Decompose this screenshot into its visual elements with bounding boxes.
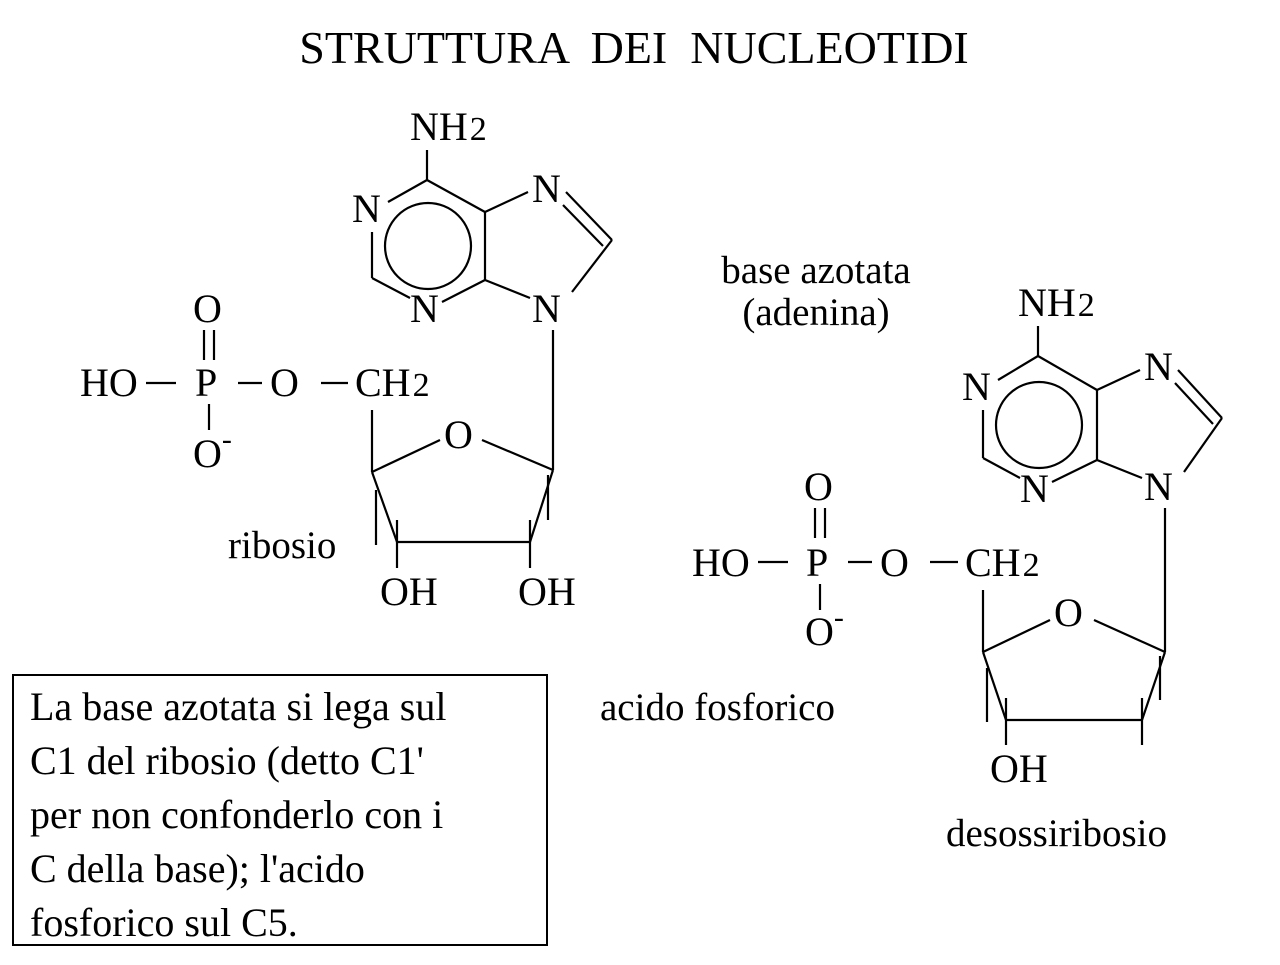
- phosphorus-atom: P: [806, 540, 828, 585]
- ring-oxygen: O: [444, 412, 473, 457]
- bond: [1096, 369, 1141, 391]
- bond: [371, 439, 441, 473]
- atom-n7: N: [1144, 344, 1173, 389]
- bond: [1183, 417, 1223, 473]
- adenine-base-1: NH2 N N N N: [352, 104, 613, 331]
- atom-n1: N: [352, 186, 381, 231]
- bond: [371, 277, 411, 299]
- phosphate-oxygen-negative: O-: [193, 423, 232, 476]
- bond: [982, 619, 1051, 653]
- ester-oxygen: O: [880, 540, 909, 585]
- note-line: per non confonderlo con i: [30, 792, 444, 837]
- phosphate-oxygen-top: O: [193, 286, 222, 331]
- ribose-ring: O OH OH: [370, 410, 576, 614]
- ch2-group: CH2: [965, 540, 1040, 585]
- nh2-group: NH2: [1018, 280, 1095, 325]
- bond: [1037, 355, 1098, 391]
- label-ribosio: ribosio: [228, 524, 336, 567]
- ho-group: HO: [692, 540, 750, 585]
- aromatic-ring: [383, 201, 473, 291]
- deoxyribonucleotide-molecule: NH2 N N N N O HO P: [692, 280, 1223, 855]
- bond: [1174, 382, 1214, 425]
- ch2-group: CH2: [355, 360, 430, 405]
- atom-n3: N: [410, 286, 439, 331]
- atom-n9: N: [532, 286, 561, 331]
- bond: [528, 469, 555, 543]
- note-line: La base azotata si lega sul: [30, 684, 447, 729]
- deoxyribose-ring: O OH: [981, 590, 1167, 791]
- atom-n1: N: [962, 364, 991, 409]
- atom-n3: N: [1020, 466, 1049, 511]
- phosphate-oxygen-negative: O-: [805, 601, 844, 654]
- ho-group: HO: [80, 360, 138, 405]
- label-base-azotata: base azotata: [721, 249, 910, 292]
- adenine-base-2: NH2 N N N N: [962, 280, 1223, 511]
- bond: [1177, 369, 1223, 419]
- diagram-title: STRUTTURA DEI NUCLEOTIDI: [299, 22, 969, 73]
- bond: [571, 239, 613, 293]
- label-adenina: (adenina): [742, 291, 889, 334]
- nh2-group: NH2: [410, 104, 487, 149]
- bond: [1051, 459, 1098, 483]
- aromatic-ring: [994, 380, 1084, 470]
- ester-oxygen: O: [270, 360, 299, 405]
- bond: [997, 355, 1039, 381]
- bond: [981, 651, 1008, 721]
- phosphate-oxygen-top: O: [804, 464, 833, 509]
- ribonucleotide-molecule: NH2 N N N N O HO P: [80, 104, 613, 614]
- note-line: C della base); l'acido: [30, 846, 365, 891]
- bond: [426, 179, 486, 213]
- bond: [565, 191, 613, 241]
- bond: [481, 438, 554, 472]
- hydroxyl-c2: OH: [380, 569, 438, 614]
- phosphate-group-1: O HO P O CH2 O-: [80, 286, 430, 476]
- label-desossiribosio: desossiribosio: [946, 812, 1167, 855]
- hydroxyl-c3: OH: [990, 746, 1048, 791]
- note-line: C1 del ribosio (detto C1': [30, 738, 424, 783]
- hydroxyl-c3: OH: [518, 569, 576, 614]
- bond: [484, 278, 531, 300]
- phosphate-group-2: O HO P O CH2 O-: [692, 464, 1040, 654]
- bond: [387, 179, 428, 203]
- phosphorus-atom: P: [195, 360, 217, 405]
- bond: [982, 457, 1021, 479]
- atom-n9: N: [1144, 464, 1173, 509]
- bond: [370, 471, 399, 543]
- bond: [562, 204, 604, 247]
- note-line: fosforico sul C5.: [30, 900, 298, 945]
- label-acido-fosforico: acido fosforico: [600, 686, 835, 729]
- ring-oxygen: O: [1054, 590, 1083, 635]
- explanation-note: La base azotata si lega sul C1 del ribos…: [12, 674, 548, 946]
- bond: [1093, 618, 1166, 654]
- bond: [484, 191, 529, 213]
- bond: [1096, 458, 1143, 480]
- bond: [441, 279, 486, 303]
- atom-n7: N: [532, 166, 561, 211]
- bond: [1140, 651, 1167, 721]
